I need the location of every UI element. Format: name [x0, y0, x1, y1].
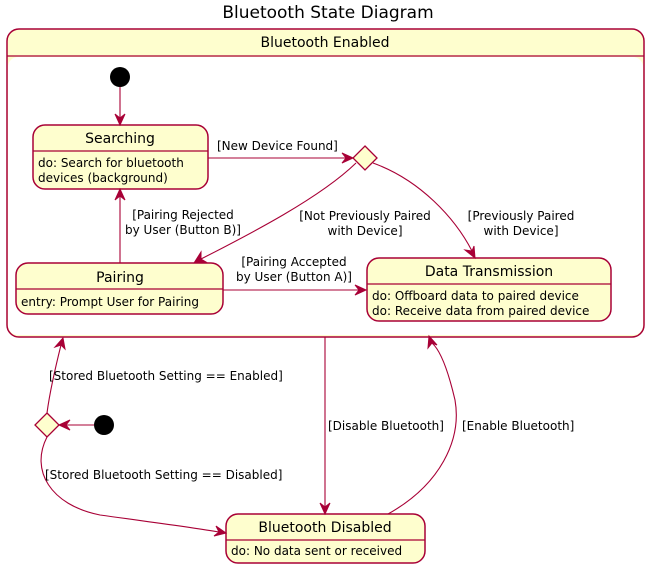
- edge-setting-enabled: [46, 344, 62, 414]
- arrowhead-pairing-accepted: [354, 284, 368, 296]
- state-data-transmission-desc-1: do: Offboard data to paired device: [372, 289, 579, 303]
- label-disable-bluetooth: [Disable Bluetooth]: [328, 419, 444, 433]
- initial-node-outer: [94, 415, 114, 435]
- choice-node-paired-check: [352, 145, 378, 171]
- state-bluetooth-disabled-desc-1: do: No data sent or received: [231, 544, 402, 558]
- state-data-transmission: Data Transmission do: Offboard data to p…: [366, 257, 612, 322]
- arrowhead-enable-bluetooth: [427, 334, 438, 350]
- diagram-title: Bluetooth State Diagram: [222, 3, 433, 23]
- state-searching: Searching do: Search for bluetooth devic…: [32, 124, 209, 190]
- arrowhead-setting-disabled: [213, 525, 228, 537]
- label-enable-bluetooth: [Enable Bluetooth]: [462, 419, 574, 433]
- arrowhead-initial-to-searching: [114, 113, 126, 127]
- state-pairing-name: Pairing: [96, 270, 144, 286]
- label-previously-paired-1: [Previously Paired: [468, 209, 575, 223]
- arrowhead-previously-paired: [463, 245, 476, 260]
- composite-state-label: Bluetooth Enabled: [261, 35, 390, 51]
- label-pairing-accepted-2: by User (Button A)]: [236, 270, 352, 284]
- state-data-transmission-desc-2: do: Receive data from paired device: [372, 304, 589, 318]
- label-pairing-rejected-1: [Pairing Rejected: [132, 208, 234, 222]
- initial-node-inner: [110, 67, 130, 87]
- edge-setting-disabled: [40, 436, 220, 533]
- label-new-device-found: [New Device Found]: [217, 139, 338, 153]
- state-searching-desc-2: devices (background): [38, 171, 168, 185]
- label-not-previously-paired-2: with Device]: [328, 224, 403, 238]
- label-previously-paired-2: with Device]: [484, 224, 559, 238]
- choice-node-stored-setting: [34, 412, 60, 438]
- label-pairing-rejected-2: by User (Button B)]: [125, 223, 241, 237]
- arrowhead-not-previously-paired: [193, 250, 208, 264]
- arrowhead-initial-to-choice: [57, 419, 71, 431]
- label-pairing-accepted-1: [Pairing Accepted: [241, 255, 346, 269]
- state-bluetooth-disabled: Bluetooth Disabled do: No data sent or r…: [225, 513, 426, 564]
- arrowhead-new-device-found: [341, 152, 355, 164]
- edge-previously-paired: [372, 162, 473, 252]
- state-data-transmission-box: [366, 257, 612, 322]
- arrowhead-setting-enabled: [53, 336, 66, 351]
- state-searching-name: Searching: [85, 131, 155, 147]
- state-bluetooth-disabled-name: Bluetooth Disabled: [258, 520, 391, 536]
- state-data-transmission-name: Data Transmission: [425, 264, 553, 280]
- arrowhead-pairing-rejected: [114, 187, 126, 201]
- state-pairing: Pairing entry: Prompt User for Pairing: [15, 262, 224, 315]
- state-pairing-desc-1: entry: Prompt User for Pairing: [21, 295, 199, 309]
- label-not-previously-paired-1: [Not Previously Paired: [299, 209, 431, 223]
- label-setting-disabled: [Stored Bluetooth Setting == Disabled]: [45, 468, 282, 482]
- arrowhead-disable-bluetooth: [319, 502, 331, 516]
- state-searching-desc-1: do: Search for bluetooth: [38, 156, 184, 170]
- edge-enable-bluetooth: [387, 342, 457, 515]
- edge-not-previously-paired: [200, 162, 357, 260]
- label-setting-enabled: [Stored Bluetooth Setting == Enabled]: [49, 369, 283, 383]
